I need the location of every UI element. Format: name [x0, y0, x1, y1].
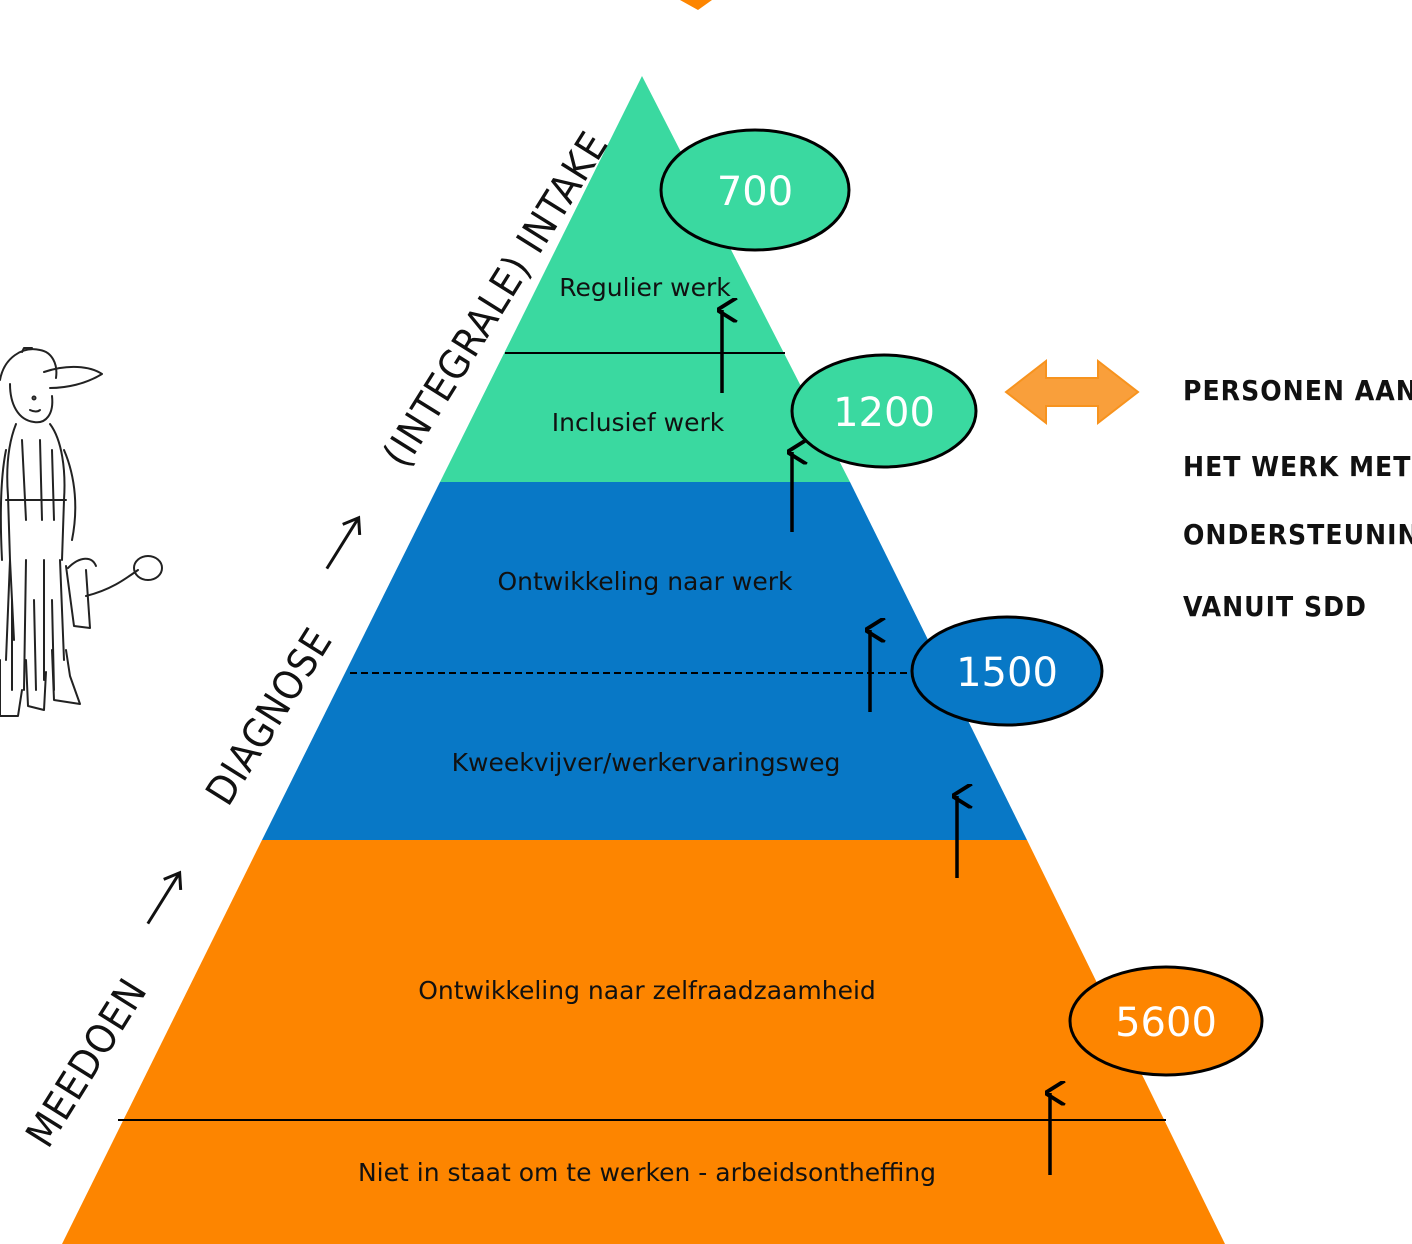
- badge-5600: 5600: [1068, 965, 1264, 1077]
- pyramid-band-blue: [262, 482, 1027, 840]
- layer-label-kweekvijver: Kweekvijver/werkervaringsweg: [452, 748, 841, 777]
- path-arrow-icon: [146, 870, 183, 925]
- svg-text:1200: 1200: [833, 390, 935, 436]
- layer-label-arbeidsontheffing: Niet in staat om te werken - arbeidsonth…: [358, 1158, 936, 1187]
- badge-700: 700: [659, 128, 851, 252]
- badge-1200: 1200: [790, 353, 978, 469]
- gardener-illustration: [0, 347, 163, 717]
- layer-label-inclusief-werk: Inclusief werk: [552, 408, 725, 437]
- side-note-line: ONDERSTEUNING: [1183, 518, 1412, 551]
- layer-label-ontwikkeling-naar-werk: Ontwikkeling naar werk: [497, 567, 793, 596]
- side-note-line: PERSONEN AAN: [1183, 374, 1412, 407]
- pyramid-band-green: [440, 76, 850, 482]
- side-note-line: HET WERK MET: [1183, 450, 1411, 483]
- path-arrow-icon: [325, 515, 362, 570]
- svg-text:1500: 1500: [956, 650, 1058, 696]
- svg-text:700: 700: [717, 169, 793, 215]
- double-arrow-icon: [1004, 358, 1140, 426]
- pyramid-band-orange: [62, 840, 1225, 1244]
- svg-text:5600: 5600: [1115, 1000, 1217, 1046]
- badge-1500: 1500: [910, 615, 1104, 727]
- top-fragment: [680, 0, 712, 10]
- layer-label-regulier-werk: Regulier werk: [559, 273, 731, 302]
- side-note-line: VANUIT SDD: [1183, 590, 1367, 623]
- layer-label-zelfraadzaamheid: Ontwikkeling naar zelfraadzaamheid: [418, 976, 876, 1005]
